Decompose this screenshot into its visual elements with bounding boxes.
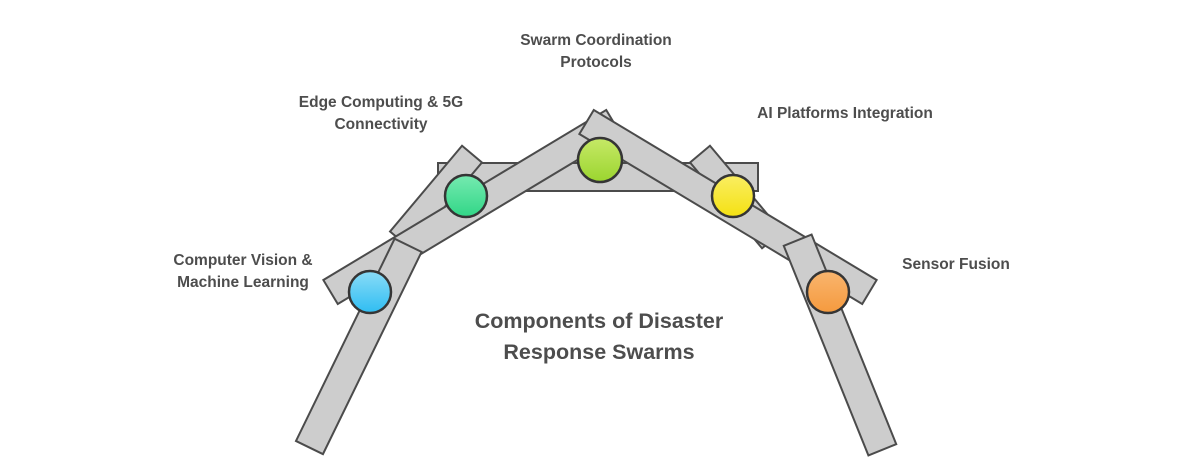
label-line: Swarm Coordination bbox=[520, 32, 672, 49]
label-line: Edge Computing & 5G bbox=[298, 94, 464, 111]
node-ai-platforms-integration bbox=[710, 173, 756, 219]
label-line: Machine Learning bbox=[177, 274, 309, 291]
label-line: Connectivity bbox=[334, 116, 428, 133]
label-swarm-coordination-protocols: Swarm Coordination Protocols bbox=[520, 30, 672, 74]
label-computer-vision-ml: Computer Vision & Machine Learning bbox=[173, 250, 312, 294]
title-line: Components of Disaster bbox=[474, 309, 724, 333]
label-line: Sensor Fusion bbox=[902, 256, 1010, 273]
label-edge-computing-5g: Edge Computing & 5G Connectivity bbox=[299, 92, 463, 136]
node-swarm-coordination-protocols bbox=[576, 136, 624, 184]
node-sensor-fusion bbox=[805, 269, 851, 315]
node-edge-computing-5g bbox=[443, 173, 489, 219]
label-line: Computer Vision & bbox=[173, 252, 313, 269]
label-line: AI Platforms Integration bbox=[757, 105, 933, 122]
label-sensor-fusion: Sensor Fusion bbox=[902, 254, 1010, 276]
label-ai-platforms-integration: AI Platforms Integration bbox=[757, 103, 933, 125]
node-computer-vision-ml bbox=[347, 269, 393, 315]
title-line: Response Swarms bbox=[503, 340, 695, 364]
diagram-title: Components of Disaster Response Swarms bbox=[475, 306, 723, 368]
label-line: Protocols bbox=[560, 54, 632, 71]
